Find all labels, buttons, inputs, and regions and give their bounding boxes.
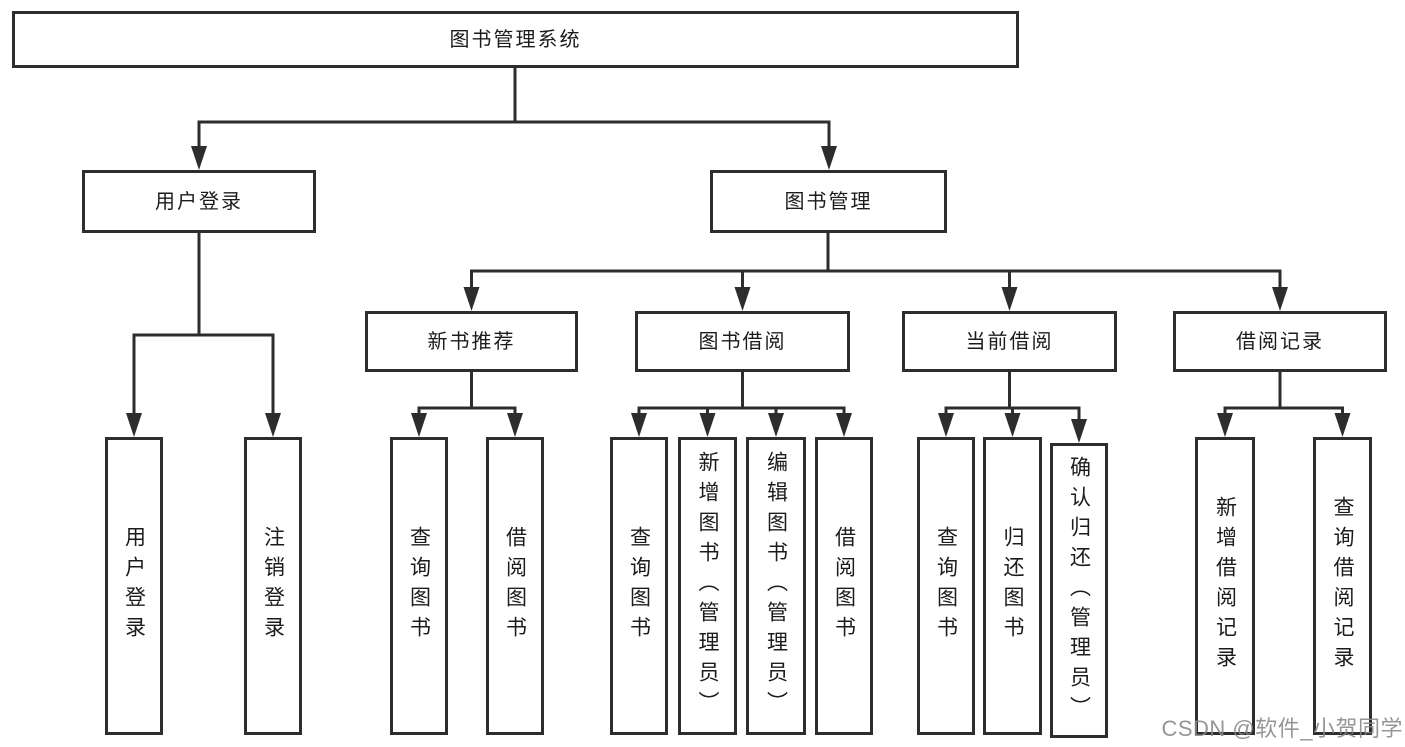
- node-user-login: 用户登录: [82, 170, 316, 233]
- arrow-down-icon: [1004, 413, 1021, 437]
- node-library-system: 图书管理系统: [12, 11, 1019, 68]
- leaf-query-books-recommend: 查询图书: [390, 437, 448, 735]
- connector-book-borrowing-to-leaves: [631, 372, 852, 437]
- leaf-user-login: 用户登录: [105, 437, 163, 735]
- csdn-watermark: CSDN @软件_小贺同学: [1161, 716, 1403, 741]
- connector-user-login-to-leaves: [126, 233, 281, 437]
- arrow-down-icon: [1272, 287, 1288, 311]
- leaf-query-borrow-record: 查询借阅记录: [1313, 437, 1372, 735]
- arrow-down-icon: [463, 287, 480, 311]
- arrow-down-icon: [126, 413, 142, 437]
- arrow-down-icon: [265, 413, 281, 437]
- leaf-return-books: 归还图书: [983, 437, 1042, 735]
- arrow-down-icon: [411, 413, 427, 437]
- arrow-down-icon: [768, 413, 784, 437]
- connector-current-borrowing-to-leaves: [938, 372, 1087, 443]
- arrow-down-icon: [1334, 413, 1351, 437]
- arrow-down-icon: [699, 413, 716, 437]
- leaf-edit-books-admin: 编辑图书（管理员）: [746, 437, 806, 735]
- arrow-down-icon: [507, 413, 523, 437]
- leaf-borrow-books-borrow: 借阅图书: [815, 437, 873, 735]
- arrow-down-icon: [1071, 419, 1087, 443]
- node-current-borrowing: 当前借阅: [902, 311, 1117, 372]
- connector-book-management-to-level3: [463, 233, 1288, 311]
- leaf-query-books-current: 查询图书: [917, 437, 975, 735]
- connector-root-to-level2: [191, 68, 837, 170]
- leaf-borrow-books-recommend: 借阅图书: [486, 437, 544, 735]
- leaf-confirm-return-admin: 确认归还（管理员）: [1050, 443, 1108, 738]
- leaf-logout-login: 注销登录: [244, 437, 302, 735]
- arrow-down-icon: [938, 413, 954, 437]
- arrow-down-icon: [1217, 413, 1233, 437]
- arrow-down-icon: [191, 146, 207, 170]
- leaf-add-books-admin: 新增图书（管理员）: [678, 437, 737, 735]
- leaf-query-books-borrow: 查询图书: [610, 437, 668, 735]
- arrow-down-icon: [821, 146, 837, 170]
- arrow-down-icon: [1001, 287, 1018, 311]
- node-new-book-recommendation: 新书推荐: [365, 311, 578, 372]
- connector-borrowing-records-to-leaves: [1217, 372, 1351, 437]
- node-book-borrowing: 图书借阅: [635, 311, 850, 372]
- node-book-management: 图书管理: [710, 170, 947, 233]
- arrow-down-icon: [734, 287, 751, 311]
- arrow-down-icon: [631, 413, 647, 437]
- leaf-add-borrow-record: 新增借阅记录: [1195, 437, 1255, 735]
- arrow-down-icon: [836, 413, 852, 437]
- node-borrowing-records: 借阅记录: [1173, 311, 1387, 372]
- connector-new-book-recommendation-to-leaves: [411, 372, 523, 437]
